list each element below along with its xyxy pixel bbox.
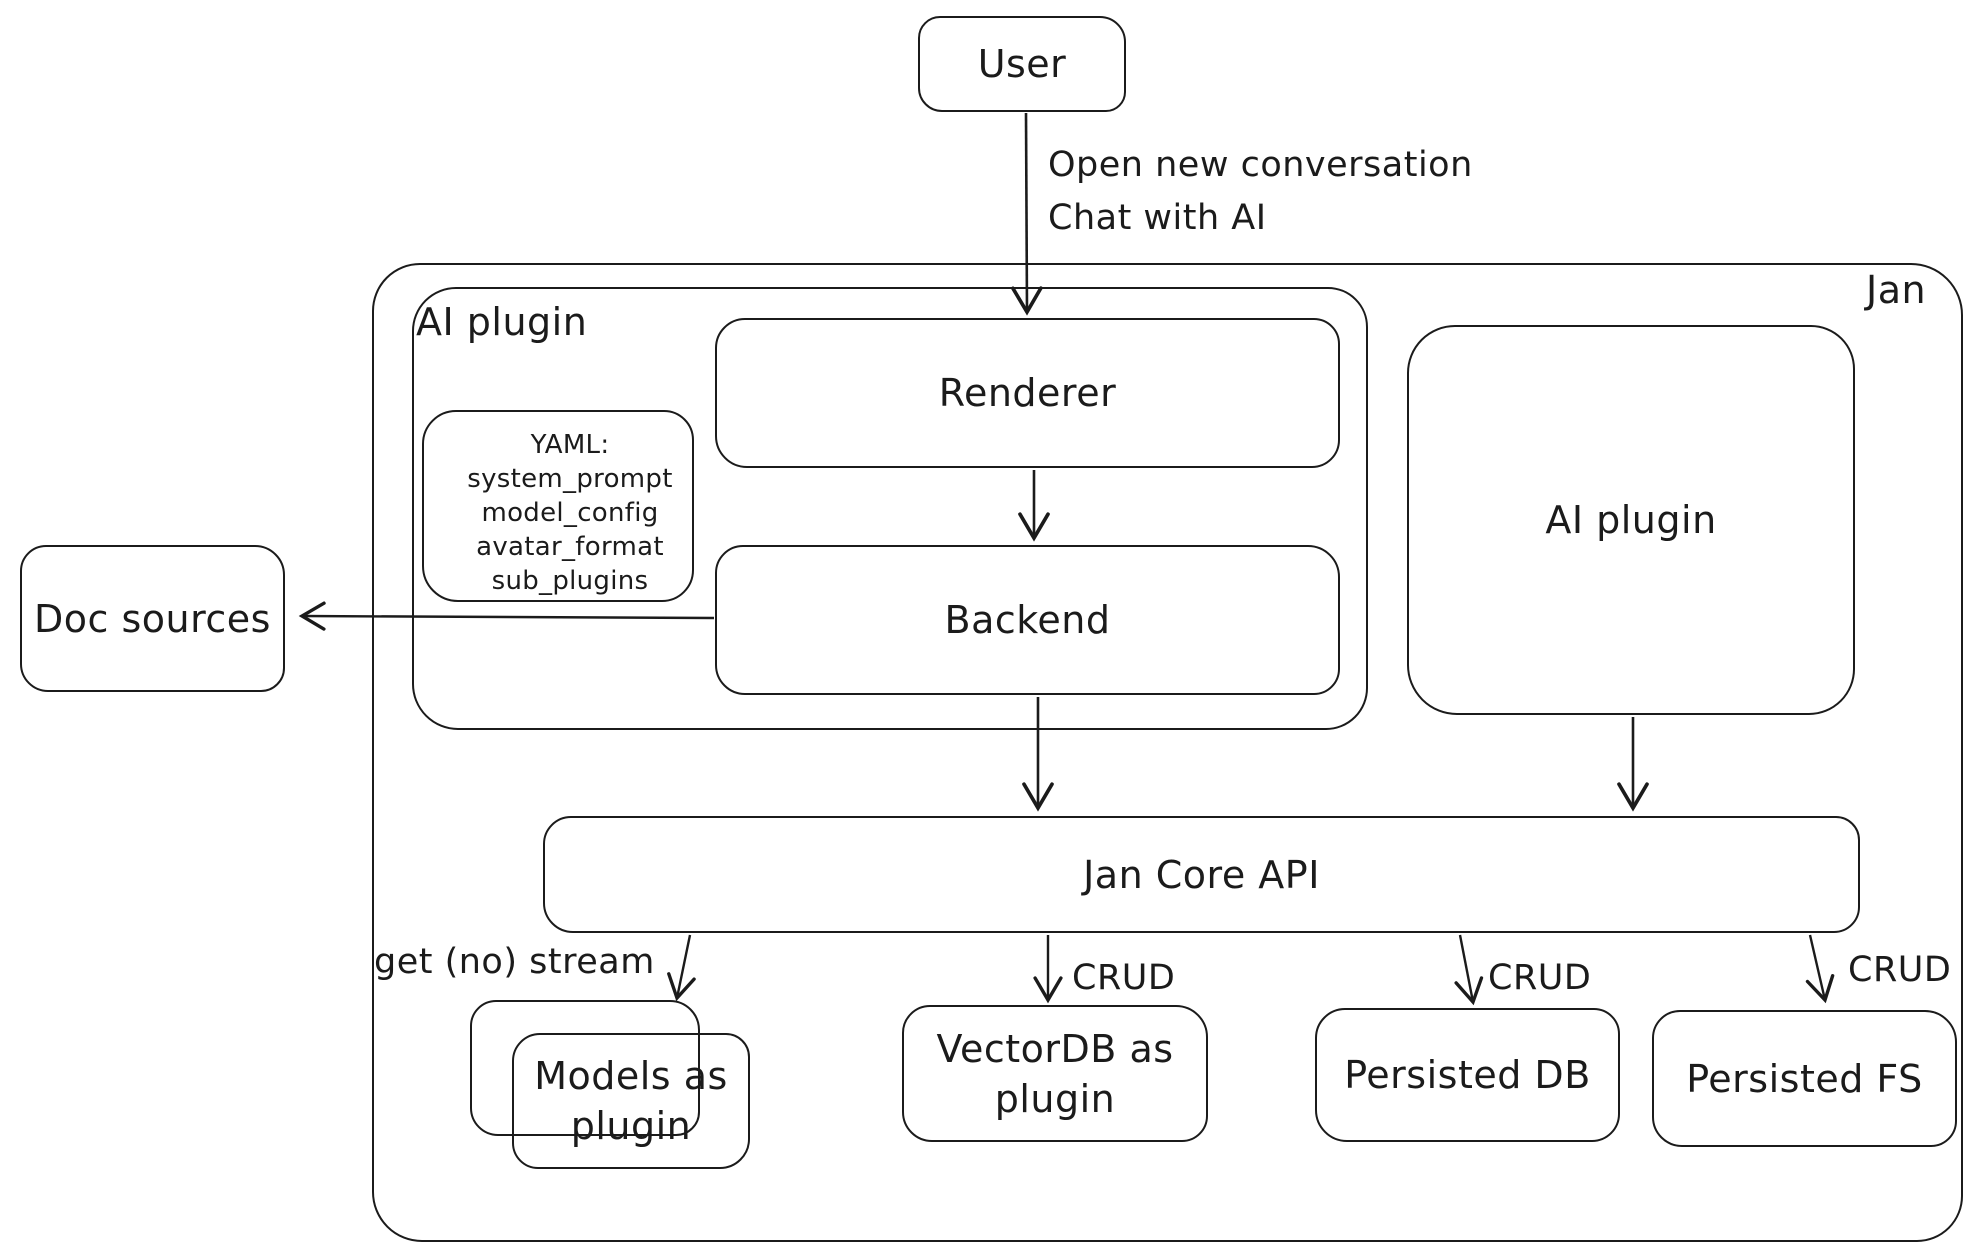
edge-label-crud-vectordb: CRUD <box>1072 958 1176 998</box>
node-persisted-fs-label: Persisted FS <box>1686 1056 1923 1101</box>
node-ai-plugin: AI plugin <box>1407 325 1855 715</box>
node-models-plugin-label: Models as plugin <box>534 1051 728 1151</box>
ai-plugin-group-container <box>412 287 1368 730</box>
yaml-note-line: YAML: <box>530 430 610 460</box>
yaml-note-line: system_prompt <box>467 464 673 494</box>
edge-label-get-no-stream: get (no) stream <box>374 942 655 982</box>
node-vectordb-plugin-label: VectorDB as plugin <box>936 1024 1173 1124</box>
yaml-note: YAML: system_prompt model_config avatar_… <box>422 410 694 602</box>
yaml-note-line: sub_plugins <box>491 566 649 596</box>
edge-label-crud-persisted-fs: CRUD <box>1848 950 1952 990</box>
node-renderer-label: Renderer <box>938 371 1117 415</box>
node-persisted-fs: Persisted FS <box>1652 1010 1957 1147</box>
node-user: User <box>918 16 1126 112</box>
node-models-plugin-line2: plugin <box>570 1104 692 1148</box>
edge-label-open-new-conversation: Open new conversation <box>1048 145 1473 185</box>
node-backend-label: Backend <box>944 598 1111 642</box>
node-backend: Backend <box>715 545 1340 695</box>
node-vectordb-plugin-line2: plugin <box>994 1076 1116 1121</box>
jan-container-label: Jan <box>1866 268 1927 312</box>
jan-container <box>372 263 1963 1242</box>
node-ai-plugin-label: AI plugin <box>1545 498 1717 542</box>
node-jan-core-api-label: Jan Core API <box>1083 852 1320 897</box>
edge-label-crud-persisted-db: CRUD <box>1488 958 1592 998</box>
node-renderer: Renderer <box>715 318 1340 468</box>
node-user-label: User <box>977 42 1067 86</box>
node-doc-sources-label: Doc sources <box>34 596 271 641</box>
edge-label-chat-with-ai: Chat with AI <box>1048 198 1267 238</box>
yaml-note-line: avatar_format <box>476 532 664 562</box>
node-models-plugin-line1: Models as <box>534 1054 728 1098</box>
node-vectordb-plugin-line1: VectorDB as <box>936 1026 1174 1071</box>
node-persisted-db: Persisted DB <box>1315 1008 1620 1142</box>
node-persisted-db-label: Persisted DB <box>1344 1053 1591 1097</box>
node-models-plugin: Models as plugin <box>512 1033 750 1169</box>
node-models-plugin-back <box>470 1000 700 1136</box>
yaml-note-line: model_config <box>481 498 659 528</box>
node-vectordb-plugin: VectorDB as plugin <box>902 1005 1208 1142</box>
node-doc-sources: Doc sources <box>20 545 285 692</box>
node-jan-core-api: Jan Core API <box>543 816 1860 933</box>
ai-plugin-group-label: AI plugin <box>416 300 588 344</box>
